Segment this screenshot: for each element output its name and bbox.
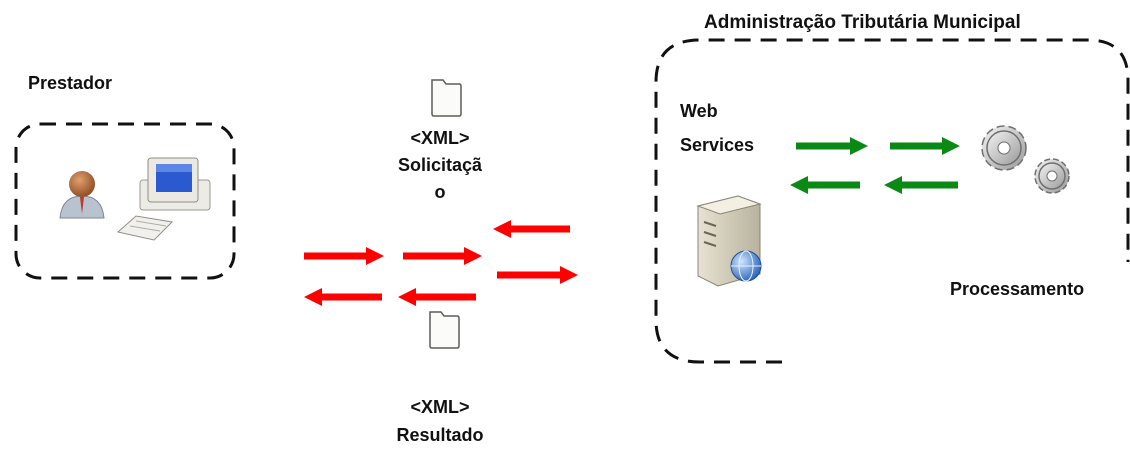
request-doc-label: <XML> Solicitaçã o <box>380 125 500 206</box>
green-arrow-left <box>884 176 958 194</box>
folder-icon <box>431 79 462 117</box>
red-arrow-left <box>304 288 382 306</box>
prestador-label: Prestador <box>28 73 113 93</box>
web-services-label: Web Services <box>680 100 754 156</box>
request-doc-line3: o <box>434 182 446 202</box>
result-doc-line1: <XML> <box>410 397 470 417</box>
result-doc-line2: Resultado <box>396 425 484 445</box>
request-doc-line2: Solicitaçã <box>397 155 483 175</box>
red-arrow-right <box>497 266 578 284</box>
web-services-line1: Web <box>680 101 718 121</box>
administracao-boundary <box>654 38 1130 364</box>
request-doc-line1: <XML> <box>410 128 470 148</box>
gears-icon <box>981 125 1070 194</box>
web-services-line2: Services <box>680 135 755 155</box>
user-icon <box>59 171 105 219</box>
red-arrow-right <box>304 247 384 265</box>
green-arrow-right <box>796 137 868 155</box>
processamento-label: Processamento <box>950 279 1085 299</box>
result-doc-label: <XML> Resultado <box>380 393 500 449</box>
folder-icon <box>429 311 460 349</box>
globe-icon <box>730 250 762 282</box>
green-arrow-right <box>890 137 960 155</box>
prestador-boundary <box>14 122 236 280</box>
red-arrow-left <box>493 220 570 238</box>
red-arrow-left <box>398 288 476 306</box>
green-arrow-left <box>790 176 860 194</box>
administracao-title: Administração Tributária Municipal <box>704 12 1021 33</box>
red-arrow-right <box>403 247 482 265</box>
desktop-computer-icon <box>116 157 211 241</box>
